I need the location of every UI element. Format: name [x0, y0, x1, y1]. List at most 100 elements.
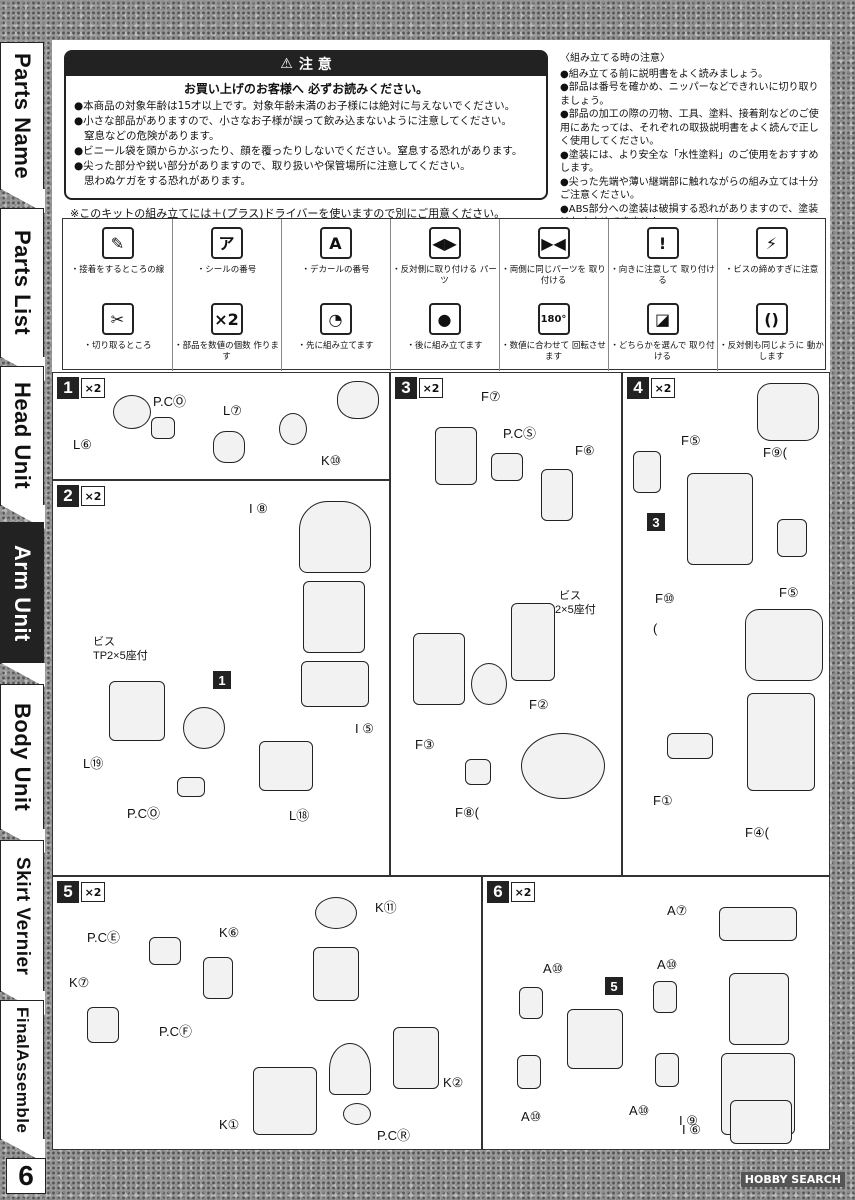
part-shape [730, 1100, 792, 1144]
part-shape [253, 1067, 317, 1135]
symbol-cell: ⚡・ビスの締めすぎに注意 [717, 219, 826, 295]
warning-line: ●小さな部品がありますので、小さなお子様が誤って飲み込まないように注意してくださ… [74, 115, 512, 127]
part-label: A⑦ [667, 903, 688, 918]
part-label: TP2×5座付 [93, 650, 148, 662]
part-label: A⑩ [629, 1103, 650, 1118]
part-shape [491, 453, 523, 481]
part-label: F④( [745, 825, 769, 840]
tab-final-assemble[interactable]: FinalAssemble [0, 1000, 45, 1163]
part-shape [329, 1043, 371, 1095]
tab-parts-list[interactable]: Parts List [0, 208, 45, 381]
symbol-cell: ア・シールの番号 [172, 219, 282, 295]
step-2-badge: 2 ×2 [57, 485, 105, 507]
page-number: 6 [6, 1158, 46, 1194]
part-label: L⑲ [83, 756, 104, 771]
warning-line: ●ビニール袋を頭からかぶったり、顔を覆ったりしないでください。窒息する恐れがあり… [74, 145, 523, 157]
part-label: A⑩ [521, 1109, 542, 1124]
part-label: K⑦ [69, 975, 90, 990]
step-3-panel: 3 ×2 F⑦ P.CⓈ F⑥ ビス TP2×5座付 F② F③ F⑧( [390, 372, 622, 876]
symbol-caption: ・反対側に取り付ける パーツ [392, 265, 497, 286]
part-shape [343, 1103, 371, 1125]
part-shape [567, 1009, 623, 1069]
warning-subtitle: お買い上げのお客様へ 必ずお読みください。 [183, 82, 429, 96]
rotate-180-icon: 180° [537, 303, 570, 335]
symbol-caption: ・シールの番号 [196, 265, 257, 275]
part-label: I ⑤ [355, 721, 374, 736]
sticker-icon: ア [210, 227, 243, 259]
part-shape [667, 733, 713, 759]
step-1-panel: 1 ×2 P.CⓄ L⑦ L⑥ K⑩ [52, 372, 390, 480]
part-label: F① [653, 793, 673, 808]
symbol-caption: ・両側に同じパーツを 取り付ける [501, 265, 606, 286]
part-shape [393, 1027, 439, 1089]
step-2-panel: 2 ×2 I ⑧ ビス TP2×5座付 L⑲ P.CⓄ L⑱ I ⑤ 1 [52, 480, 390, 876]
part-label: P.CⒻ [159, 1024, 192, 1039]
symbol-cell: ▶◀ ・両側に同じパーツを 取り付ける [499, 219, 609, 295]
part-shape [413, 633, 465, 705]
part-label: K⑪ [375, 900, 397, 915]
part-shape [777, 519, 807, 557]
symbol-cell: A ・デカールの番号 [281, 219, 391, 295]
part-shape [259, 741, 313, 791]
part-shape [183, 707, 225, 749]
later-assemble-icon: ● [428, 303, 461, 335]
part-shape [203, 957, 233, 999]
symbol-cell: ×2・部品を数値の個数 作ります [172, 295, 282, 371]
tab-parts-name[interactable]: Parts Name [0, 42, 45, 213]
part-label: P.CⓈ [503, 426, 536, 441]
sub-step-ref: 1 [213, 671, 231, 689]
symbol-cell: ◪・どちらかを選んで 取り付ける [608, 295, 718, 371]
part-shape [747, 693, 815, 791]
part-shape [213, 431, 245, 463]
symbol-cell: ◀▶・反対側に取り付ける パーツ [390, 219, 500, 295]
part-shape [313, 947, 359, 1001]
part-shape [151, 417, 175, 439]
part-label: K② [443, 1075, 464, 1090]
brush-icon: ✎ [101, 227, 134, 259]
symbol-caption: ・先に組み立てます [297, 341, 374, 351]
step-count: ×2 [81, 882, 105, 902]
warning-list: ●本商品の対象年齢は15才以上です。対象年齢未満のお子様には絶対に与えないでくだ… [66, 99, 546, 189]
part-shape [521, 733, 605, 799]
step-count: ×2 [419, 378, 443, 398]
part-label: F⑦ [481, 389, 501, 404]
part-shape [511, 603, 555, 681]
sidebar: Parts Name Parts List Head Unit Arm Unit… [0, 40, 45, 1163]
part-label: P.CⓇ [377, 1128, 410, 1143]
part-label: F⑩ [655, 591, 675, 606]
part-shape [757, 383, 819, 441]
symbol-caption: ・接着をするところの線 [70, 265, 165, 275]
warning-triangle-icon: ⚠ [280, 56, 293, 72]
part-label: I ⑨ [679, 1113, 698, 1128]
screw-caution-icon: ⚡ [755, 227, 788, 259]
part-label: L⑥ [73, 437, 92, 452]
tab-head-unit[interactable]: Head Unit [0, 366, 45, 529]
part-label: K⑩ [321, 453, 342, 468]
part-shape [655, 1053, 679, 1087]
both-sides-icon: ▶◀ [537, 227, 570, 259]
part-label: K⑥ [219, 925, 240, 940]
symbol-cell: ✂ ・切り取るところ [63, 295, 173, 371]
part-shape [177, 777, 205, 797]
step-count: ×2 [511, 882, 535, 902]
warning-header: ⚠ 注 意 [66, 52, 546, 76]
decal-icon: A [319, 227, 352, 259]
part-shape [109, 681, 165, 741]
warning-line: 窒息などの危険があります。 [84, 130, 220, 142]
symbol-caption: ・切り取るところ [83, 341, 152, 351]
tab-skirt-vernier[interactable]: Skirt Vernier [0, 840, 45, 1015]
symbol-caption: ・デカールの番号 [301, 265, 370, 275]
assembly-notes: 〈組み立てる時の注意〉 ●組み立てる前に説明書をよく読みましょう。 ●部品は番号… [560, 52, 822, 230]
tab-arm-unit[interactable]: Arm Unit [0, 522, 45, 687]
warning-box: ⚠ 注 意 お買い上げのお客様へ 必ずお読みください。 ●本商品の対象年齢は15… [64, 50, 548, 200]
part-shape [687, 473, 753, 565]
warning-line: ●本商品の対象年齢は15才以上です。対象年齢未満のお子様には絶対に与えないでくだ… [74, 100, 516, 112]
nipper-icon: ✂ [101, 303, 134, 335]
count-icon: ×2 [210, 303, 243, 335]
part-shape [517, 1055, 541, 1089]
step-1-badge: 1 ×2 [57, 377, 105, 399]
choose-one-icon: ◪ [646, 303, 679, 335]
tab-body-unit[interactable]: Body Unit [0, 684, 45, 853]
symbol-cell: 180°・数値に合わせて 回転させます [499, 295, 609, 371]
